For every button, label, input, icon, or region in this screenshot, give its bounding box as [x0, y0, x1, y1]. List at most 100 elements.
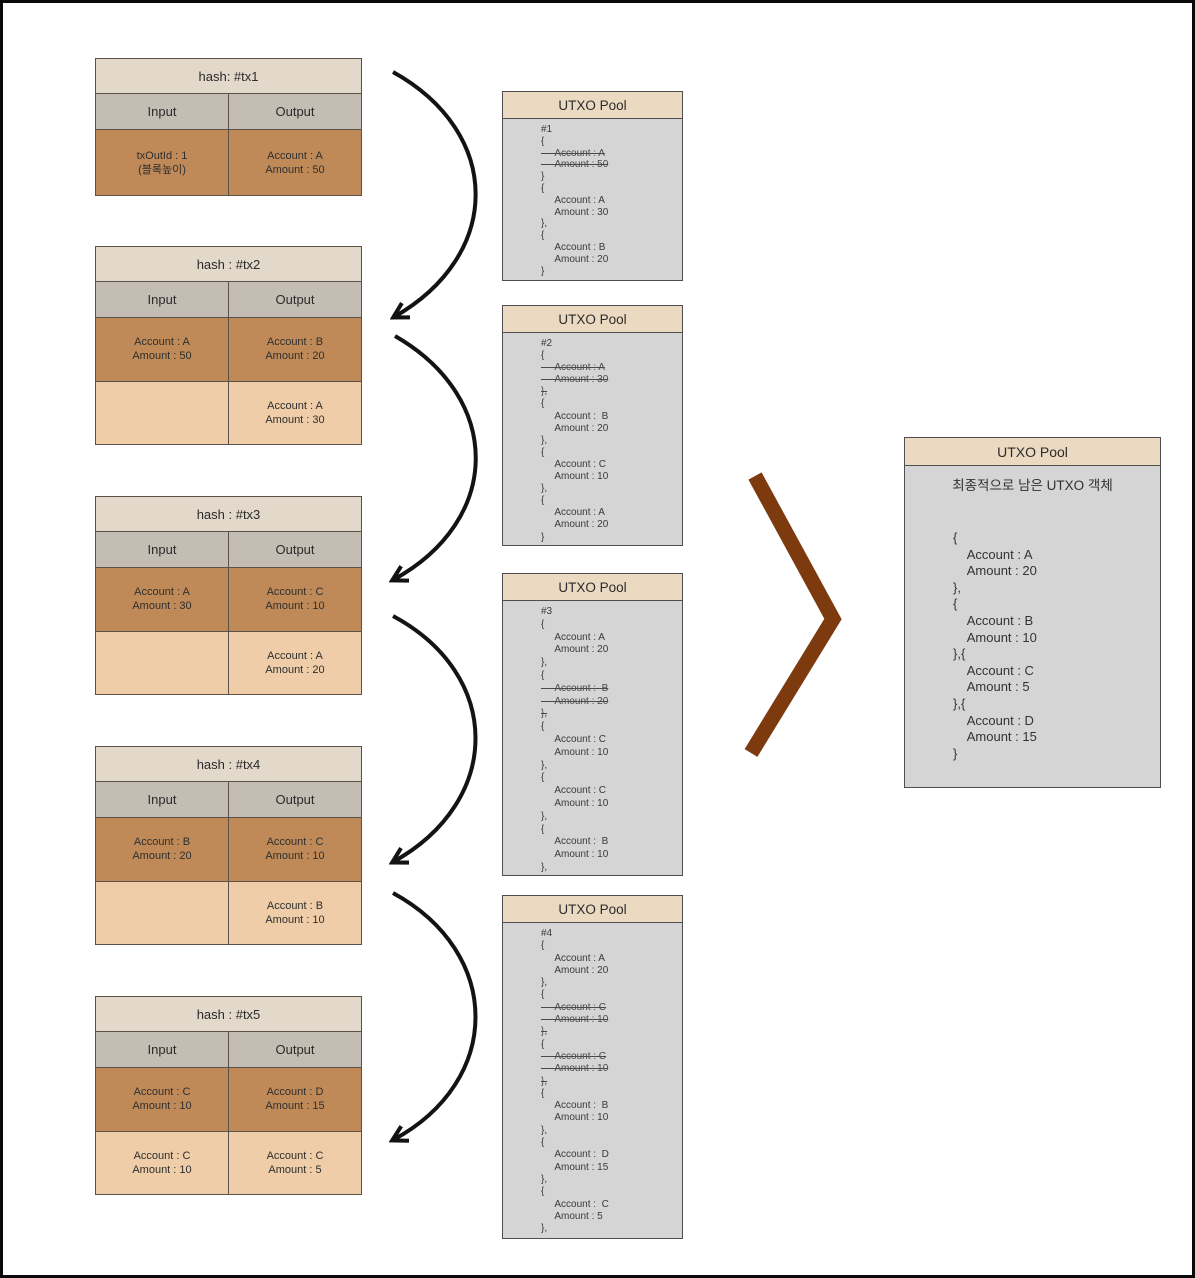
utxo-pool-2: UTXO Pool #2{ Account : A Amount : 30},{… — [502, 305, 683, 546]
code-line: Amount : 20 — [953, 563, 1037, 579]
code-line: },{ — [953, 695, 966, 711]
code-line: #4 — [541, 928, 553, 939]
tx-hash-header: hash : #tx2 — [96, 247, 361, 282]
code-line: Account : B — [541, 1100, 609, 1112]
code-line: { — [541, 989, 545, 1001]
code-line: Amount : 10 — [953, 629, 1037, 645]
flow-arrow-tx1-tx2 — [393, 70, 478, 317]
flow-arrow-tx2-tx3 — [393, 334, 478, 580]
code-line: }, — [541, 1223, 548, 1235]
code-line: { — [541, 230, 545, 242]
input-column-header: Input — [147, 792, 177, 807]
code-line: }, — [541, 483, 548, 495]
pool-title: UTXO Pool — [503, 92, 682, 119]
tx-table-3: hash : #tx3 Input Output Account : A Amo… — [95, 496, 362, 695]
utxo-pool-3: UTXO Pool #3{ Account : A Amount : 20},{… — [502, 573, 683, 876]
code-line: Amount : 15 — [541, 1161, 609, 1173]
pool-body: #3{ Account : A Amount : 20},{ Account :… — [503, 601, 682, 875]
code-line: Account : A — [541, 507, 605, 519]
tx-output-cell: Account : C Amount : 10 — [228, 818, 361, 881]
code-line: Amount : 50 — [541, 159, 609, 171]
tx-table-5: hash : #tx5 Input Output Account : C Amo… — [95, 996, 362, 1195]
tx-input-cell: Account : A Amount : 50 — [96, 318, 228, 381]
tx-output-cell: Account : D Amount : 15 — [228, 1068, 361, 1131]
pool-body: #1{ Account : A Amount : 50}{ Account : … — [503, 119, 682, 280]
code-line: }, — [541, 1173, 548, 1185]
utxo-pool-1: UTXO Pool #1{ Account : A Amount : 50}{ … — [502, 91, 683, 281]
code-line: Account : A — [541, 631, 605, 643]
tx-output-cell: Account : C Amount : 10 — [228, 568, 361, 631]
code-line: Amount : 20 — [541, 253, 609, 265]
code-line: { — [541, 495, 545, 507]
tx-row: Account : A Amount : 30 — [96, 380, 361, 444]
output-column-header: Output — [228, 94, 361, 129]
code-line: Amount : 10 — [541, 1112, 609, 1124]
code-line: } — [541, 265, 545, 277]
tx-input-cell: Account : B Amount : 20 — [96, 818, 228, 881]
tx-row: Account : B Amount : 20 Account : C Amou… — [96, 818, 361, 881]
tx-row: Account : A Amount : 50 Account : B Amou… — [96, 318, 361, 381]
code-line: #2 — [541, 338, 553, 349]
tx-row: txOutId : 1 (블록높이) Account : A Amount : … — [96, 130, 361, 195]
input-column-header: Input — [147, 1042, 177, 1057]
flow-arrow-tx3-tx4 — [393, 614, 478, 862]
code-line: { — [541, 1186, 545, 1198]
code-line: { — [541, 1038, 545, 1050]
tx-input-cell: Account : A Amount : 30 — [96, 568, 228, 631]
code-line: { — [953, 530, 958, 545]
code-line: { — [541, 1137, 545, 1149]
pool-title: UTXO Pool — [503, 896, 682, 923]
code-line: { — [541, 446, 545, 458]
tx-row: Account : B Amount : 10 — [96, 880, 361, 944]
code-line: }, — [541, 708, 548, 720]
code-line: Amount : 5 — [541, 1210, 603, 1222]
tx-input-cell — [96, 381, 228, 444]
tx-row: Account : A Amount : 20 — [96, 630, 361, 694]
code-line: }, — [541, 386, 548, 398]
utxo-pool-4: UTXO Pool #4{ Account : A Amount : 20},{… — [502, 895, 683, 1239]
tx-column-headers: Input Output — [96, 532, 361, 568]
flow-arrow-tx4-tx5 — [393, 891, 478, 1140]
output-column-header: Output — [228, 532, 361, 567]
code-line: Amount : 20 — [541, 695, 609, 707]
code-line: Amount : 10 — [541, 1014, 609, 1026]
tx-input-cell: Account : C Amount : 10 — [96, 1131, 228, 1194]
input-column-header: Input — [147, 542, 177, 557]
code-line: { — [953, 596, 958, 612]
code-line: { — [541, 823, 545, 835]
code-line: Account : D — [541, 1149, 609, 1161]
code-line: Account : B — [541, 836, 609, 848]
tx-column-headers: Input Output — [96, 1032, 361, 1068]
pool-title: UTXO Pool — [503, 574, 682, 601]
code-line: Amount : 10 — [541, 746, 609, 758]
code-line: { — [541, 669, 545, 681]
code-line: }, — [541, 1075, 548, 1087]
tx-input-cell — [96, 631, 228, 694]
code-line: Amount : 10 — [541, 1063, 609, 1075]
code-line: { — [541, 721, 545, 733]
tx-input-cell: Account : C Amount : 10 — [96, 1068, 228, 1131]
code-line: { — [541, 350, 545, 362]
tx-row: Account : C Amount : 10 Account : C Amou… — [96, 1130, 361, 1194]
tx-output-cell: Account : B Amount : 10 — [228, 881, 361, 944]
input-column-header: Input — [147, 292, 177, 307]
code-line: Amount : 10 — [541, 849, 609, 861]
code-line: Amount : 20 — [541, 644, 609, 656]
tx-column-headers: Input Output — [96, 782, 361, 818]
tx-column-headers: Input Output — [96, 282, 361, 318]
code-line: { — [541, 618, 545, 630]
code-line: Amount : 30 — [541, 374, 609, 386]
code-line: }, — [541, 218, 548, 230]
code-line: { — [541, 772, 545, 784]
code-line: Account : C — [953, 662, 1034, 678]
code-line: Account : A — [541, 362, 605, 374]
pool-body: #4{ Account : A Amount : 20},{ Account :… — [503, 923, 682, 1238]
tx-output-cell: Account : C Amount : 5 — [228, 1131, 361, 1194]
code-line: Account : A — [541, 194, 605, 206]
output-column-header: Output — [228, 1032, 361, 1067]
code-line: Account : B — [541, 682, 609, 694]
final-utxo-pool: UTXO Pool 최종적으로 남은 UTXO 객체 { Account : A… — [904, 437, 1161, 788]
tx-table-2: hash : #tx2 Input Output Account : A Amo… — [95, 246, 362, 445]
code-line: }, — [541, 434, 548, 446]
